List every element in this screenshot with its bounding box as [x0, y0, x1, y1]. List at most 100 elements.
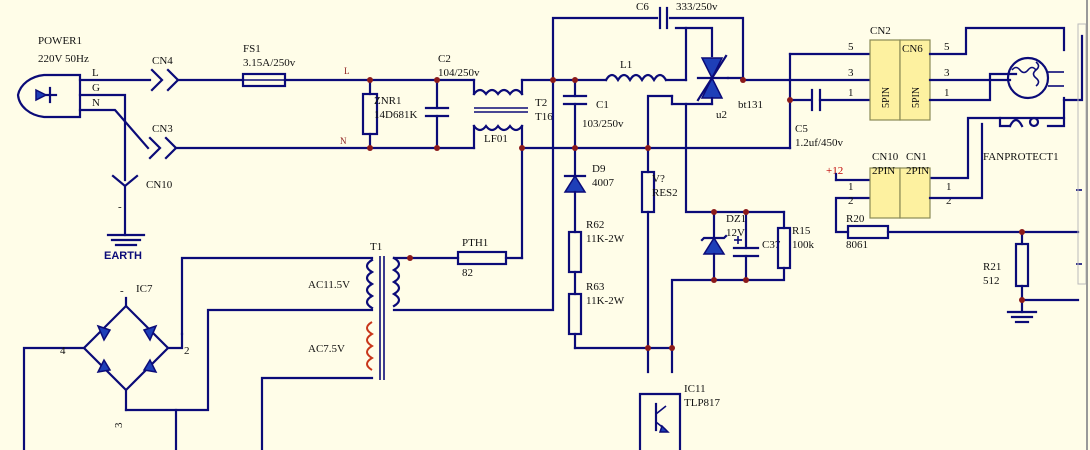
choke-lf01	[472, 78, 528, 150]
diode-d9	[563, 174, 587, 193]
thermistor-pth1	[456, 250, 508, 266]
r63-ref: R63	[586, 281, 605, 293]
pth1-value: 82	[462, 267, 473, 279]
c6-ref: C6	[636, 1, 649, 13]
fan-motor-icon	[1006, 56, 1064, 100]
net-n-label: N	[340, 136, 347, 146]
cn1-body: 2PIN	[906, 165, 929, 177]
r15-value: 100k	[792, 239, 815, 251]
c5-value: 1.2uf/450v	[795, 137, 843, 149]
r15-ref: R15	[792, 225, 811, 237]
cn10-pin1: 1	[848, 181, 854, 193]
znr1-value: 14D681K	[374, 109, 417, 121]
capacitor-c2	[424, 106, 450, 118]
cn1-pin1: 1	[946, 181, 952, 193]
earth-dash: -	[118, 201, 122, 213]
ic7-ref: IC7	[136, 283, 153, 295]
lf01-t16: T16	[535, 111, 553, 123]
transformer-t1	[365, 256, 401, 380]
resistor-r62	[567, 230, 583, 274]
r20-value: 8061	[846, 239, 868, 251]
triac-part-label: bt131	[738, 99, 763, 111]
d9-ref: D9	[592, 163, 606, 175]
cn4-connector-symbol	[150, 68, 180, 92]
ic7-pin2: 2	[184, 345, 190, 357]
t1-ref: T1	[370, 241, 382, 253]
junction-dots	[367, 77, 1025, 351]
t1-ac2: AC7.5V	[308, 343, 345, 355]
r20-ref: R20	[846, 213, 865, 225]
power-plug	[16, 73, 82, 119]
fs1-ref: FS1	[243, 43, 261, 55]
res2-value: RES2	[652, 187, 678, 199]
cn3-label: CN3	[152, 123, 173, 135]
c6-value: 333/250v	[676, 1, 718, 13]
ic11-ref: IC11	[684, 383, 706, 395]
resistor-r63	[567, 292, 583, 336]
dz1-value: 12V	[726, 227, 745, 239]
cn10-body: 2PIN	[872, 165, 895, 177]
capacitor-c1	[562, 94, 588, 106]
lf01-t2: T2	[535, 97, 547, 109]
l1-ref: L1	[620, 59, 632, 71]
ic7-pin3: 3	[113, 422, 125, 428]
cn2-pin5: 5	[848, 41, 854, 53]
fs1-value: 3.15A/250v	[243, 57, 296, 69]
cn6-pin5: 5	[944, 41, 950, 53]
connector-cn2	[869, 39, 901, 121]
cn2-pin1: 1	[848, 87, 854, 99]
c37-ref: C37	[762, 239, 781, 251]
c2-ref: C2	[438, 53, 451, 65]
cn10-earth-label: CN10	[146, 179, 173, 191]
inductor-l1	[604, 73, 668, 83]
earth-ground-icon	[106, 233, 146, 247]
cn2-pin3: 3	[848, 67, 854, 79]
cn2-body: 5PIN	[881, 87, 892, 108]
resistor-r21	[1014, 242, 1030, 288]
fuse-fs1	[241, 72, 287, 88]
cn1-pin2: 2	[946, 195, 952, 207]
cn1-ref: CN1	[906, 151, 927, 163]
cn2-ref: CN2	[870, 25, 891, 37]
connector-cn10	[869, 167, 901, 219]
r62-value: 11K-2W	[586, 233, 625, 245]
r21-ref: R21	[983, 261, 1001, 273]
cn6-body: 5PIN	[911, 87, 922, 108]
power-ref: POWER1	[38, 35, 82, 47]
fan-protector	[998, 116, 1066, 128]
capacitor-c5	[810, 88, 822, 112]
c2-value: 104/250v	[438, 67, 480, 79]
pin-n-label: N	[92, 97, 100, 109]
triac-u2	[674, 26, 745, 106]
cn4-label: CN4	[152, 55, 173, 67]
connector-cn6	[899, 39, 931, 121]
ic11-value: TLP817	[684, 397, 721, 409]
r62-ref: R62	[586, 219, 604, 231]
optocoupler-ic11	[638, 392, 682, 450]
earth-label: EARTH	[104, 250, 142, 262]
ground-icon	[1006, 310, 1038, 324]
c5-ref: C5	[795, 123, 808, 135]
wire-n	[78, 108, 150, 150]
connector-cn1	[899, 167, 931, 219]
cn3-connector-symbol	[148, 136, 178, 160]
ic7-pin4: 4	[60, 345, 66, 357]
bridge-rectifier-ic7	[82, 304, 170, 392]
c1-ref: C1	[596, 99, 609, 111]
power-rating: 220V 50Hz	[38, 53, 89, 65]
r63-value: 11K-2W	[586, 295, 625, 307]
wire-g	[78, 93, 127, 182]
cn6-ref: CN6	[902, 43, 923, 55]
t1-ac1: AC11.5V	[308, 279, 350, 291]
cn10-pin2: 2	[848, 195, 854, 207]
znr1-ref: ZNR1	[374, 95, 402, 107]
pin-l-label: L	[92, 67, 99, 79]
cn10-ref: CN10	[872, 151, 899, 163]
res2-ref: V?	[652, 173, 665, 185]
pin-g-label: G	[92, 82, 100, 94]
r21-value: 512	[983, 275, 1000, 287]
cn6-pin1: 1	[944, 87, 950, 99]
ic7-dash: -	[120, 285, 124, 297]
dz1-ref: DZ1	[726, 213, 746, 225]
